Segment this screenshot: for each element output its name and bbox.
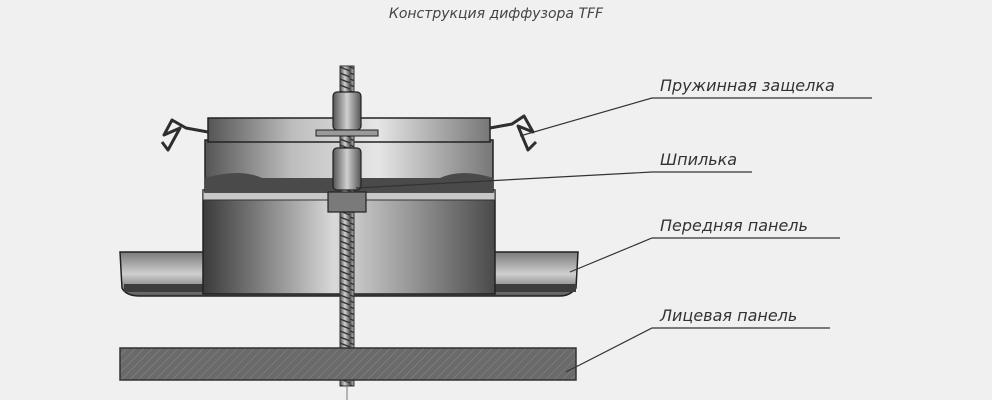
face-panel: [119, 347, 577, 381]
callout-stud: Шпилька: [660, 150, 738, 169]
leader-front-panel: [569, 237, 840, 273]
leader-stud: [355, 171, 752, 189]
diagram-title: Конструкция диффузора TFF: [388, 6, 604, 22]
leader-spring-latch: [519, 97, 872, 137]
callout-face-panel: Лицевая панель: [660, 306, 798, 325]
callout-spring-latch: Пружинная защелка: [660, 76, 835, 95]
callout-front-panel: Передняя панель: [660, 216, 808, 235]
leader-face-panel: [565, 327, 830, 373]
stud-nut-lower: [327, 147, 367, 213]
spring-latch-left: [160, 118, 209, 152]
stud-nut-upper: [315, 91, 379, 137]
leader-lines: [355, 97, 872, 373]
